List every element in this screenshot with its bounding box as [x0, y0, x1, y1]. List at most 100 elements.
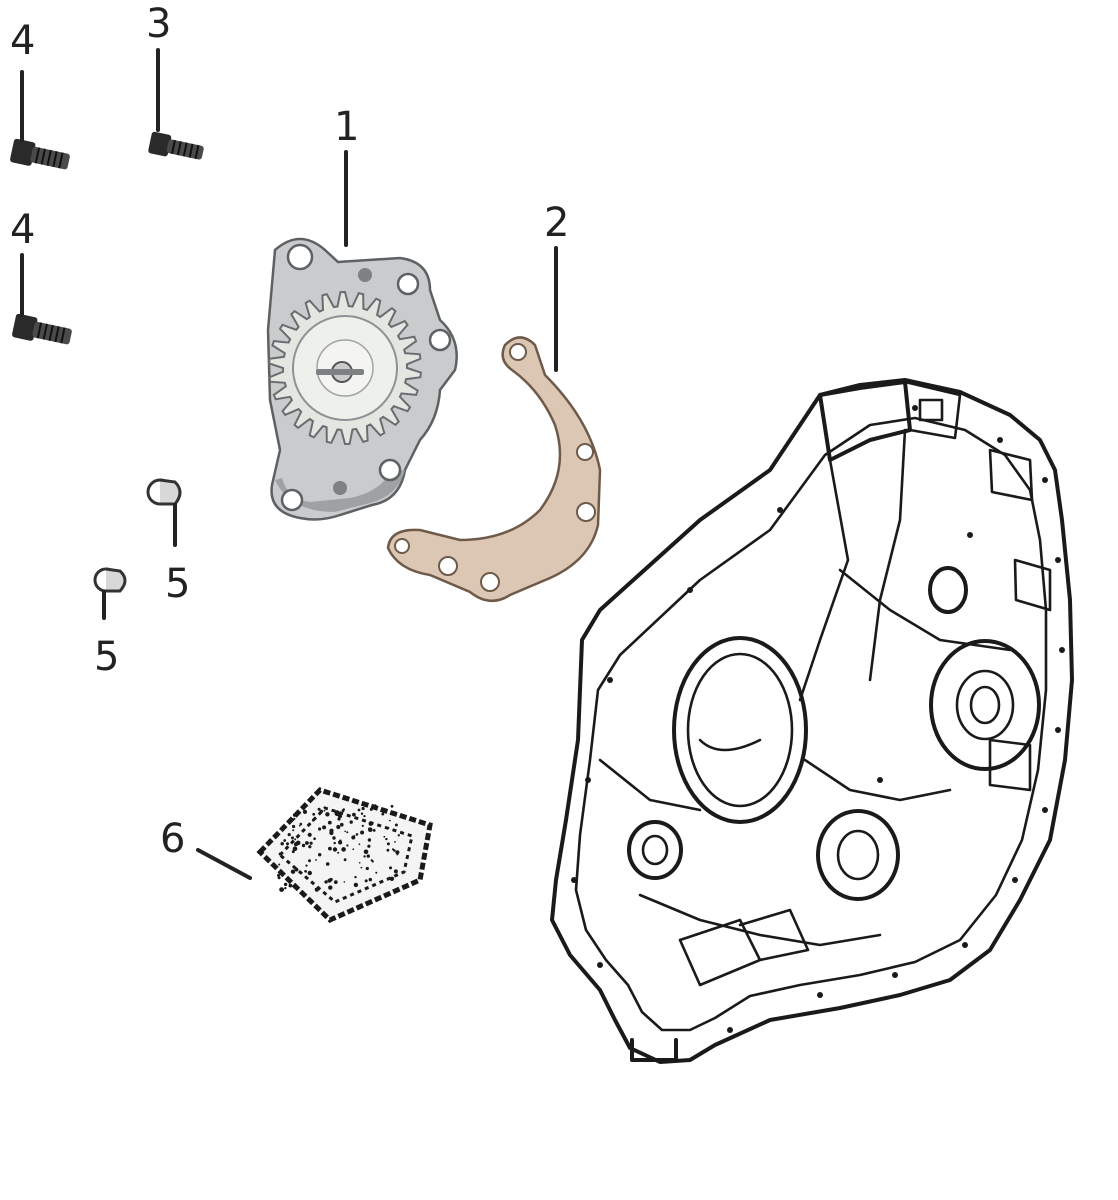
screen-mesh-dot	[363, 815, 366, 818]
screen-mesh-dot	[367, 838, 372, 842]
pump-gear	[268, 290, 422, 446]
screen-mesh-dot	[393, 869, 398, 874]
screen-mesh-dot	[286, 842, 289, 846]
screen-mesh-dot	[354, 875, 357, 879]
screen-mesh-dot	[397, 834, 400, 837]
screen-mesh-dot	[396, 853, 399, 856]
screen-mesh-dot	[299, 824, 301, 827]
callout-4-upper: 4	[10, 18, 35, 64]
screen-mesh-dot	[352, 812, 356, 817]
screen-mesh-dot	[369, 807, 373, 811]
screen-mesh-dot	[318, 827, 322, 831]
callout-5-lower: 5	[94, 634, 119, 680]
screen-mesh-dot	[387, 826, 390, 830]
oil-pump	[266, 237, 458, 521]
screen-mesh-dot	[338, 841, 342, 845]
screen-mesh-dot	[389, 866, 392, 870]
dowel-pin-lower	[93, 567, 127, 593]
screen-mesh-dot	[295, 840, 301, 846]
screen-mesh-dot	[361, 824, 364, 828]
screen-mesh-dot	[328, 846, 332, 851]
screen-mesh-dot	[291, 850, 295, 854]
screen-mesh-dot	[368, 877, 372, 882]
screen-mesh-dot	[352, 848, 355, 851]
screen-mesh-dot	[344, 830, 347, 833]
callout-5-upper: 5	[165, 561, 190, 607]
screen-mesh-dot	[308, 859, 311, 863]
callout-3: 3	[146, 1, 171, 47]
screen-mesh-dot	[368, 821, 374, 826]
screen-mesh-dot	[334, 810, 340, 815]
screen-mesh-dot	[315, 859, 317, 861]
screen-mesh-dot	[281, 856, 285, 859]
screen-mesh-dot	[292, 813, 297, 817]
screen-mesh-dot	[293, 885, 297, 889]
screen-mesh-dot	[373, 804, 377, 808]
screen-mesh-dot	[368, 827, 370, 830]
screen-mesh-dot	[277, 876, 281, 880]
screen-mesh-dot	[319, 809, 324, 814]
screen-mesh-dot	[358, 862, 361, 864]
screen-mesh-dot	[329, 830, 334, 836]
screen-mesh-dot	[314, 887, 319, 892]
screen-mesh-dot	[311, 818, 315, 822]
screen-mesh-dot	[357, 808, 361, 812]
screen-mesh-dot	[367, 844, 371, 848]
oil-filter-screen	[256, 787, 433, 923]
callouts: 4 3 1 4 2 5 5 6	[10, 1, 569, 862]
screen-mesh-dot	[323, 809, 326, 812]
callout-6: 6	[160, 816, 185, 862]
screen-mesh-dot	[346, 844, 349, 847]
screen-mesh-dot	[328, 885, 333, 890]
screen-mesh-dot	[381, 812, 385, 816]
screen-mesh-dot	[299, 822, 303, 826]
screen-mesh-dot	[308, 845, 312, 849]
screen-mesh-dot	[294, 867, 299, 872]
screen-mesh-dot	[333, 880, 338, 884]
screen-mesh-dot	[358, 843, 361, 846]
screen-mesh-dot	[385, 837, 388, 841]
screen-mesh-dot	[284, 887, 287, 890]
screen-mesh-dot	[290, 869, 296, 874]
screen-mesh-dot	[337, 814, 343, 819]
screen-mesh-dot	[360, 830, 365, 835]
screen-mesh-dot	[343, 881, 346, 883]
screen-mesh-dot	[302, 809, 308, 815]
screen-mesh-dot	[355, 833, 359, 836]
screen-mesh-dot	[327, 878, 332, 883]
screen-mesh-dot	[389, 876, 395, 881]
screen-mesh-dot	[288, 883, 293, 888]
screen-mesh-dot	[390, 804, 394, 808]
screen-mesh-dot	[292, 824, 296, 829]
screen-mesh-dot	[322, 825, 327, 830]
screen-mesh-dot	[317, 807, 321, 811]
screen-mesh-dot	[391, 848, 394, 851]
screen-mesh-dot	[383, 835, 386, 838]
screen-mesh-dot	[293, 817, 296, 821]
screen-mesh-dot	[309, 841, 313, 845]
screen-mesh-dot	[278, 863, 281, 866]
screen-mesh-dot	[280, 842, 284, 846]
screen-mesh-dot	[337, 817, 341, 821]
screen-mesh-dot	[395, 850, 400, 855]
screen-mesh-dot	[337, 851, 340, 854]
screen-mesh-dot	[307, 841, 309, 844]
bolt-4-upper	[10, 138, 70, 170]
callout-1: 1	[334, 104, 359, 150]
screen-mesh-dot	[312, 812, 316, 816]
screen-mesh-dot	[291, 840, 294, 843]
screen-mesh-dot	[283, 839, 287, 842]
screen-mesh-dot	[333, 841, 336, 845]
screen-mesh-dot	[294, 838, 297, 841]
screen-mesh-dot	[361, 806, 365, 811]
screen-mesh-dot	[301, 843, 306, 848]
screen-mesh-dot	[375, 871, 378, 874]
screen-mesh-dot	[318, 853, 322, 857]
screen-mesh-dot	[304, 870, 307, 873]
screen-mesh-dot	[313, 837, 316, 840]
leader-lines	[20, 48, 558, 880]
bolt-4-lower	[12, 313, 72, 345]
screen-mesh-dot	[365, 866, 369, 871]
screen-mesh-dot	[283, 882, 288, 887]
